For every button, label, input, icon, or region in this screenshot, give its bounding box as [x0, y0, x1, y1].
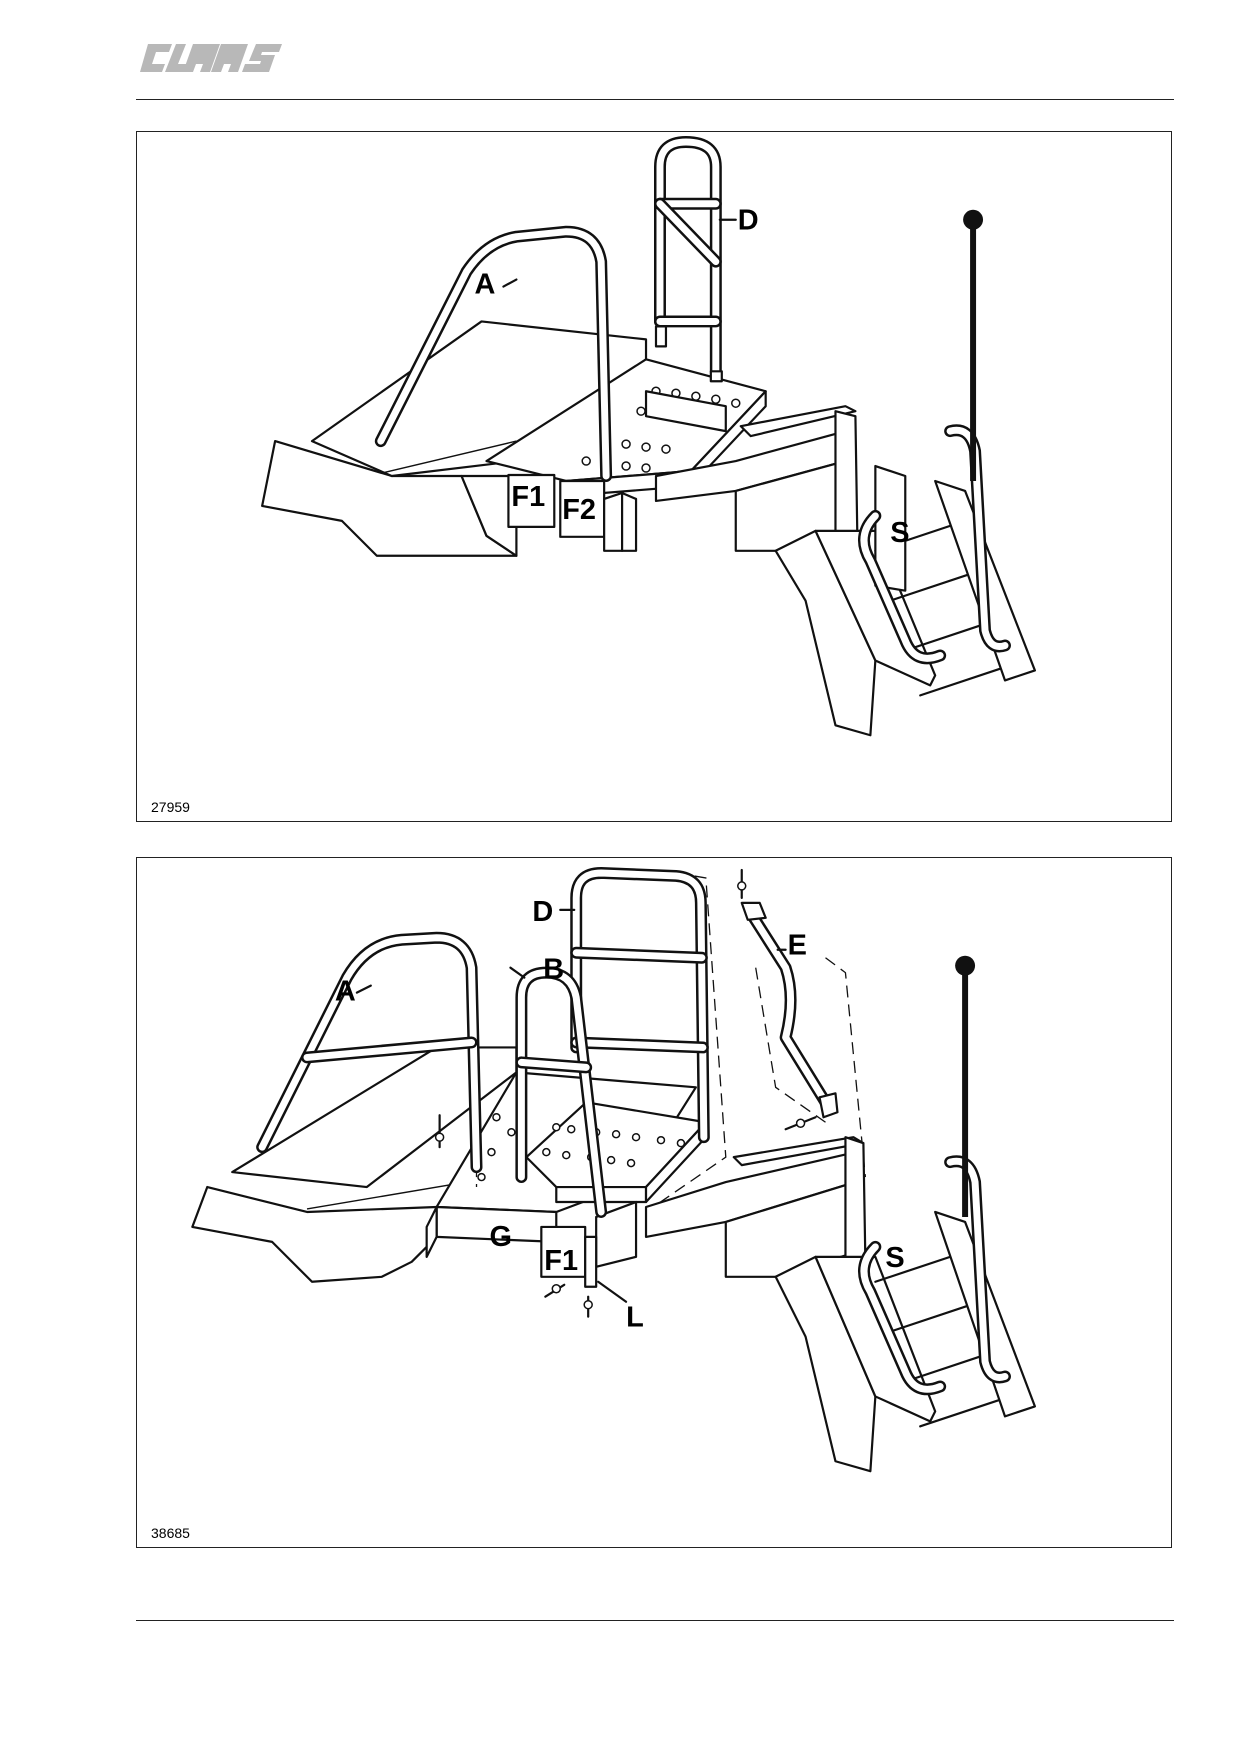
header-rule	[136, 99, 1174, 100]
bolts	[434, 868, 817, 1318]
claas-logo	[140, 44, 282, 72]
callout-a: A	[475, 269, 496, 301]
figure-38685: A D B E G F1 L S 38685	[136, 857, 1172, 1548]
callout-d: D	[738, 205, 759, 237]
callout-g: G	[489, 1221, 511, 1253]
callout-f1: F1	[544, 1245, 578, 1277]
footer-rule	[136, 1620, 1174, 1621]
callout-f1: F1	[511, 481, 545, 513]
figure-27959: A D F1 F2 S 27959	[136, 131, 1172, 822]
callout-s: S	[885, 1242, 904, 1274]
callout-f2: F2	[562, 494, 596, 526]
figure-27959-drawing: A D F1 F2 S	[261, 135, 1036, 737]
figure-number: 27959	[151, 799, 190, 815]
callout-a: A	[335, 976, 356, 1008]
callout-b: B	[543, 954, 564, 986]
figure-number: 38685	[151, 1525, 190, 1541]
callout-s: S	[890, 517, 909, 549]
figure-38685-drawing: A D B E G F1 L S	[191, 866, 1036, 1473]
callout-l: L	[626, 1302, 644, 1334]
callout-e: E	[788, 930, 807, 962]
callout-d: D	[532, 896, 553, 928]
